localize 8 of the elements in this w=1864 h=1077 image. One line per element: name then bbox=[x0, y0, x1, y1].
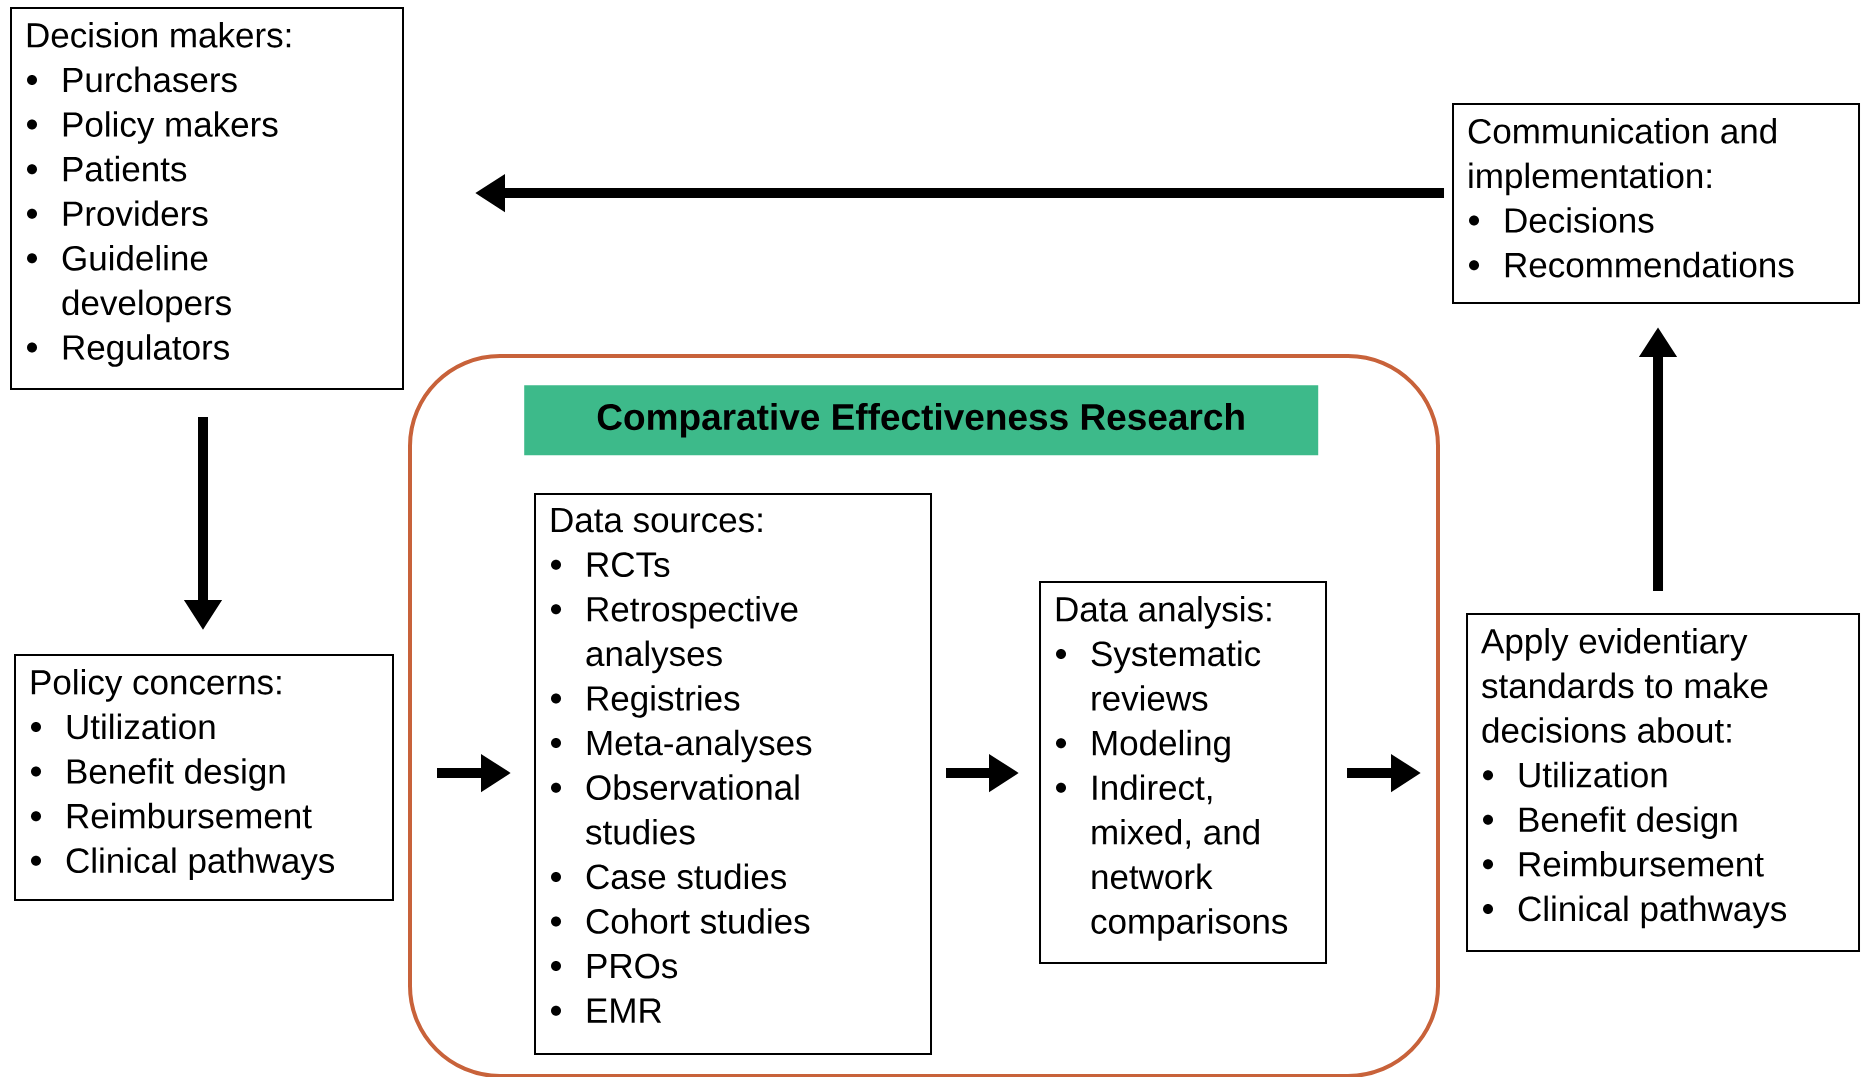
list-box: Decision makers: Purchasers Policy makers Patients Providers Guideline developers Regulators bbox=[10, 7, 404, 390]
list-box: Apply evidentiary standards to make decisions about: Utilization Benefit design Reimbursement Clinical pathways bbox=[1466, 613, 1860, 952]
list-box: Data sources: RCTs Retrospective analyses Registries Meta-analyses Observational studies Case studies Cohort studies PROs EMR bbox=[534, 493, 932, 1055]
rounded-panel bbox=[408, 354, 1440, 1077]
list-box: Data analysis: Systematic reviews Modeling Indirect, mixed, and network comparisons bbox=[1039, 581, 1327, 964]
list-box: Policy concerns: Utilization Benefit design Reimbursement Clinical pathways bbox=[14, 654, 394, 901]
title-banner: Comparative Effectiveness Research bbox=[524, 385, 1319, 456]
list-box: Communication and implementation: Decisions Recommendations bbox=[1452, 103, 1860, 304]
